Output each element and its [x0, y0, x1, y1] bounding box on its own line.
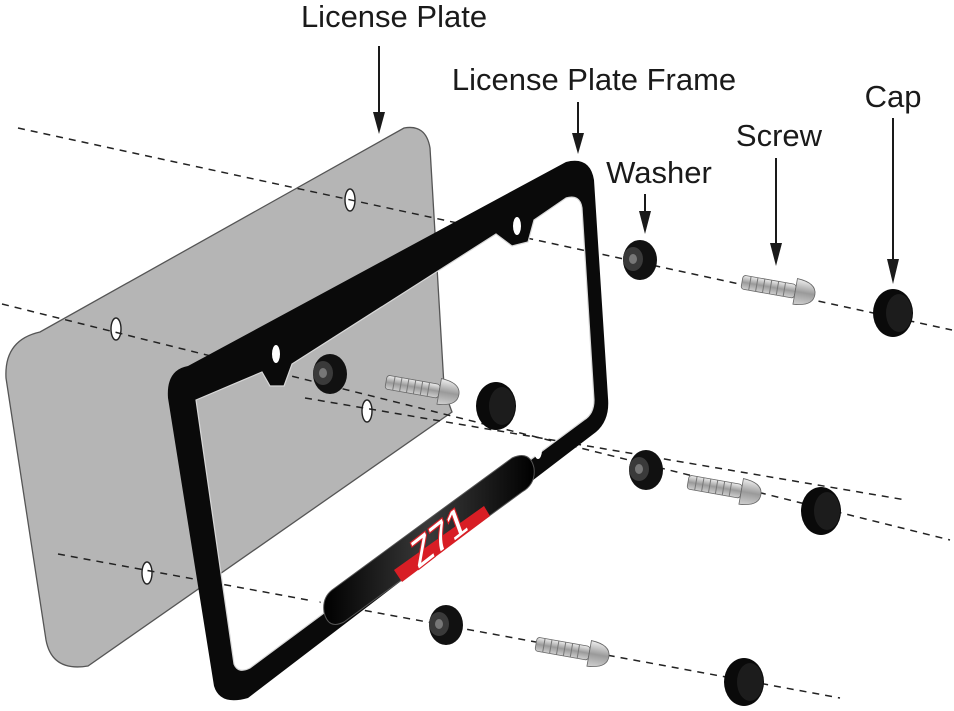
plate-hole [361, 399, 373, 423]
screw-icon [740, 275, 816, 305]
label-screw: Screw [736, 118, 823, 153]
washer-icon [429, 605, 463, 645]
callout-arrows [373, 46, 899, 284]
frame-hole [272, 345, 280, 363]
plate-hole [110, 317, 122, 341]
plate-hole [141, 561, 153, 585]
label-license-plate-frame: License Plate Frame [452, 62, 736, 97]
label-washer: Washer [606, 155, 712, 190]
screw-icon [686, 475, 762, 505]
cap-icon [476, 382, 516, 430]
license-plate-frame [167, 160, 609, 701]
cap-icon [801, 487, 841, 535]
frame-inner-edge [195, 196, 595, 671]
label-cap: Cap [865, 79, 922, 114]
cap-icon [724, 658, 764, 706]
license-plate [5, 126, 453, 668]
label-license-plate: License Plate [301, 0, 487, 34]
frame-hole [534, 441, 542, 459]
frame-hole [312, 597, 320, 615]
washer-icon [313, 354, 347, 394]
washer-icon [629, 450, 663, 490]
screw-icon [534, 637, 610, 667]
frame-hole [513, 217, 521, 235]
screw-icon [384, 375, 460, 405]
logo-stripe [394, 506, 490, 582]
cap-icon [873, 289, 913, 337]
washer-icon [623, 240, 657, 280]
logo-plate [323, 455, 535, 625]
